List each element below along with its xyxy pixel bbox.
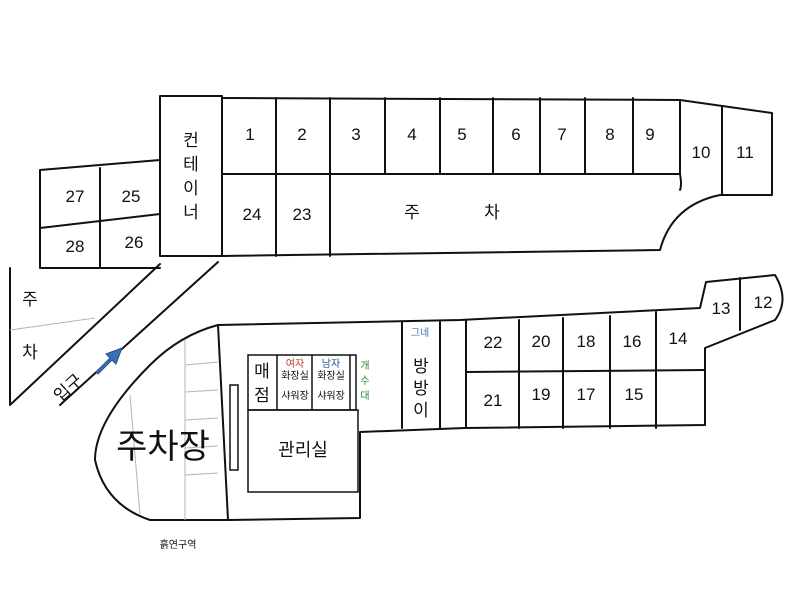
site-25: 25	[122, 187, 141, 206]
store-label-1: 매	[254, 362, 270, 381]
parking-left-label-2: 차	[22, 343, 38, 362]
trampoline-label-3: 이	[413, 401, 429, 420]
container-label-1: 컨	[183, 131, 199, 150]
left-parking-divider	[9, 317, 96, 331]
site-1: 1	[245, 125, 254, 144]
site-7: 7	[557, 125, 566, 144]
site-6: 6	[511, 125, 520, 144]
site-2: 2	[297, 125, 306, 144]
lower-block	[94, 274, 784, 521]
site-20: 20	[532, 332, 551, 351]
site-11: 11	[736, 143, 754, 162]
men-restroom-label: 화장실	[317, 370, 345, 382]
top-strip-outline	[221, 97, 773, 257]
site-14: 14	[669, 329, 688, 348]
mid-row-dividers	[275, 173, 331, 257]
lower-site-dividers	[518, 311, 657, 429]
store-label-2: 점	[254, 386, 270, 405]
container-building	[159, 95, 223, 257]
trampoline-label-1: 방	[413, 357, 429, 376]
top-block-outline	[159, 95, 773, 257]
right-slot-join	[679, 173, 682, 191]
site-12: 12	[754, 293, 773, 312]
parking-left-label-1: 주	[22, 290, 38, 309]
site-19: 19	[532, 385, 551, 404]
lower-site-midline	[465, 369, 706, 373]
site-9: 9	[645, 125, 654, 144]
washstand-label-1: 개	[360, 360, 369, 372]
site-13: 13	[712, 299, 731, 318]
facility-dividers	[276, 355, 351, 410]
left-small-grid	[39, 159, 161, 269]
parking-stall-lines-h	[184, 361, 219, 476]
left-parking-strip	[9, 261, 219, 406]
site-17: 17	[577, 385, 596, 404]
women-label: 여자	[286, 358, 304, 370]
site-22: 22	[484, 333, 503, 352]
parking-stall-lines	[129, 340, 186, 520]
trampoline-strip	[401, 319, 467, 429]
entrance-label: 입구	[50, 370, 86, 405]
site-23: 23	[293, 205, 312, 224]
washstand-label-3: 대	[360, 390, 369, 402]
site-27: 27	[66, 187, 85, 206]
men-label: 남자	[322, 358, 340, 370]
site-4: 4	[407, 125, 416, 144]
site-18: 18	[577, 332, 596, 351]
office-room	[247, 409, 359, 493]
site-21: 21	[484, 391, 503, 410]
dirt-area-label: 흙연구역	[160, 538, 197, 551]
left-small-block	[39, 159, 161, 269]
site-5: 5	[457, 125, 466, 144]
container-label-3: 이	[183, 179, 199, 198]
parking-top-label-2: 차	[484, 203, 500, 222]
site-28: 28	[66, 237, 85, 256]
site-10: 10	[692, 143, 711, 162]
top-row-dividers	[275, 97, 681, 175]
parking-lot-curve	[94, 324, 229, 521]
site-24: 24	[243, 205, 262, 224]
parking-top-label-1: 주	[404, 203, 420, 222]
site-15: 15	[625, 385, 644, 404]
parking-lot-label: 주차장	[116, 428, 210, 466]
women-shower-label: 샤워장	[281, 389, 309, 402]
site-8: 8	[605, 125, 614, 144]
washstand-label-2: 수	[360, 375, 369, 387]
left-parking-outline	[9, 263, 161, 406]
women-restroom-label: 화장실	[281, 370, 309, 382]
entrance-road-line	[59, 261, 219, 406]
trampoline-label-2: 방	[413, 379, 429, 398]
site-3: 3	[351, 125, 360, 144]
men-shower-label: 샤워장	[317, 389, 345, 402]
arrow-up-right-icon	[95, 347, 123, 375]
swing-label: 그네	[411, 327, 429, 339]
office-label: 관리실	[278, 440, 328, 460]
site-26: 26	[125, 233, 144, 252]
container-label-4: 너	[183, 203, 199, 222]
gate-bar	[229, 384, 239, 471]
container-label-2: 테	[183, 155, 199, 174]
site-16: 16	[623, 332, 642, 351]
